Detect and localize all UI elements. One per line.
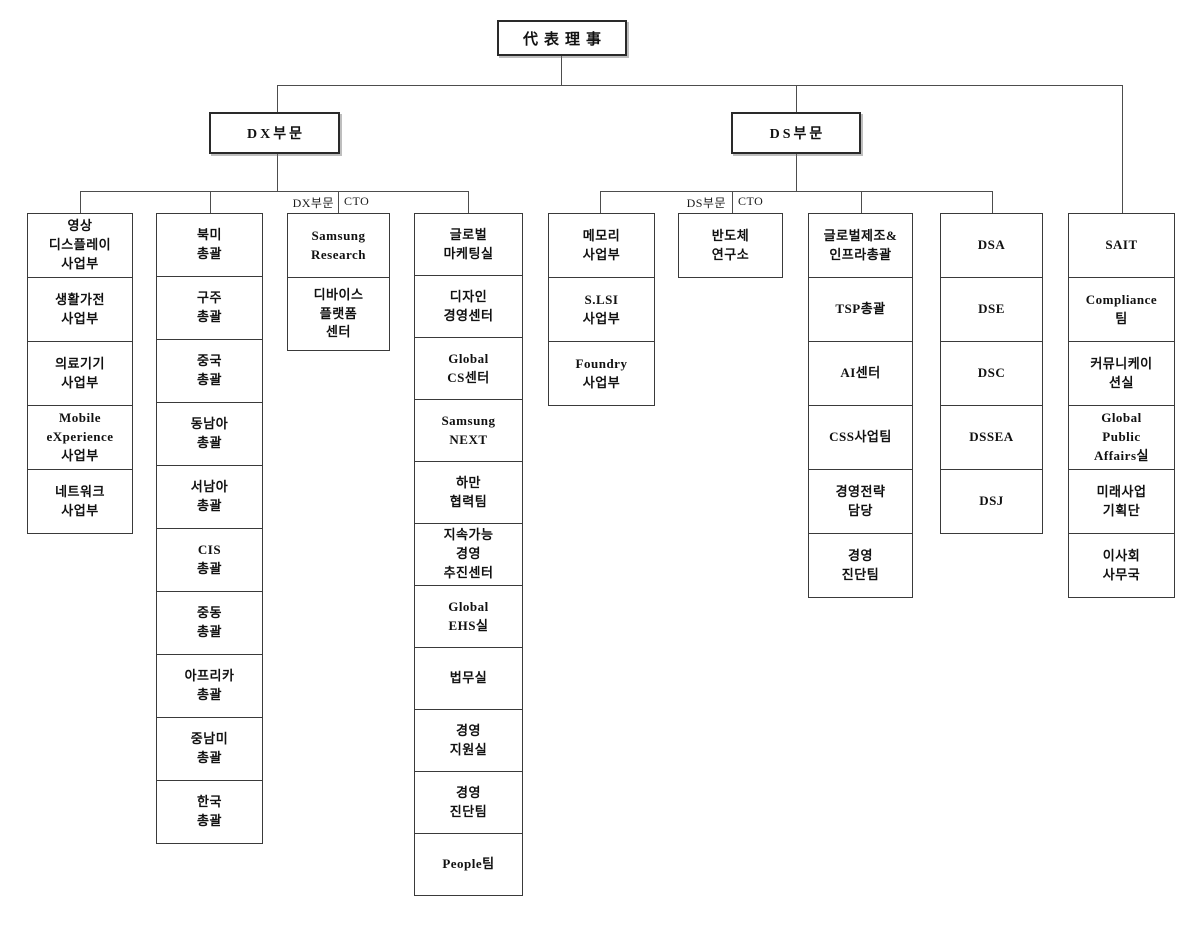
org-box: 반도체 연구소 [678,213,783,278]
connector-dx-stem [277,153,278,192]
ds-cto-column: 반도체 연구소 [678,213,783,278]
dx-cto-role-label: CTO [344,194,370,208]
org-box: 이사회 사무국 [1068,533,1175,598]
org-box: DSJ [940,469,1043,534]
org-box: 아프리카 총괄 [156,654,263,718]
ds-subsidiaries-column: DSA DSE DSC DSSEA DSJ [940,213,1043,534]
org-box: SAIT [1068,213,1175,278]
connector-ds-drop [796,85,797,113]
connector-corporate-drop [1122,85,1123,214]
org-box: 메모리 사업부 [548,213,655,278]
org-box: 중동 총괄 [156,591,263,655]
connector-top-rail [277,85,1123,86]
org-box: Compliance 팀 [1068,277,1175,342]
org-box: CSS사업팀 [808,405,913,470]
connector-dx-rail [80,191,469,192]
org-box: 구주 총괄 [156,276,263,340]
connector-dx-col3-drop [338,191,339,214]
org-box: 서남아 총괄 [156,465,263,529]
org-box: DSE [940,277,1043,342]
org-box: DSA [940,213,1043,278]
corporate-column: SAIT Compliance 팀 커뮤니케이 션실 Global Public… [1068,213,1175,598]
dx-division-box: DX부문 [209,112,340,154]
org-box: 글로벌 마케팅실 [414,213,523,276]
connector-ds-stem [796,153,797,192]
org-box: 법무실 [414,647,523,710]
org-box: 북미 총괄 [156,213,263,277]
org-box: 동남아 총괄 [156,402,263,466]
org-box: Global EHS실 [414,585,523,648]
org-box: Mobile eXperience 사업부 [27,405,133,470]
org-box: Global Public Affairs실 [1068,405,1175,470]
org-box: 디자인 경영센터 [414,275,523,338]
org-box: 경영 진단팀 [808,533,913,598]
dx-regions-column: 북미 총괄 구주 총괄 중국 총괄 동남아 총괄 서남아 총괄 CIS 총괄 중… [156,213,263,844]
org-box: 디바이스 플랫폼 센터 [287,277,390,351]
org-box: 하만 협력팀 [414,461,523,524]
connector-dx-col2-drop [210,191,211,214]
org-box: 지속가능 경영 추진센터 [414,523,523,586]
org-box: 한국 총괄 [156,780,263,844]
org-box: Foundry 사업부 [548,341,655,406]
org-box: TSP총괄 [808,277,913,342]
ds-business-column: 메모리 사업부 S.LSI 사업부 Foundry 사업부 [548,213,655,406]
org-box: 미래사업 기획단 [1068,469,1175,534]
org-box: 네트워크 사업부 [27,469,133,534]
ceo-box: 代表理事 [497,20,627,56]
org-box: 중남미 총괄 [156,717,263,781]
org-box: People팀 [414,833,523,896]
dx-business-column: 영상 디스플레이 사업부 생활가전 사업부 의료기기 사업부 Mobile eX… [27,213,133,534]
org-box: 영상 디스플레이 사업부 [27,213,133,278]
org-box: 글로벌제조& 인프라총괄 [808,213,913,278]
org-box: 경영전략 담당 [808,469,913,534]
org-box: 의료기기 사업부 [27,341,133,406]
dx-staff-column: 글로벌 마케팅실 디자인 경영센터 Global CS센터 Samsung NE… [414,213,523,896]
ds-cto-role-label: CTO [738,194,764,208]
org-box: S.LSI 사업부 [548,277,655,342]
org-box: Global CS센터 [414,337,523,400]
dx-cto-division-label: DX부문 [292,196,334,210]
org-box: Samsung Research [287,213,390,278]
dx-cto-column: Samsung Research 디바이스 플랫폼 센터 [287,213,390,351]
ds-division-box: DS부문 [731,112,861,154]
connector-dx-col4-drop [468,191,469,214]
connector-root-stem [561,55,562,86]
connector-ds-col3-drop [861,191,862,214]
org-box: 경영 지원실 [414,709,523,772]
org-box: AI센터 [808,341,913,406]
ds-staff-column: 글로벌제조& 인프라총괄 TSP총괄 AI센터 CSS사업팀 경영전략 담당 경… [808,213,913,598]
org-box: 경영 진단팀 [414,771,523,834]
connector-ds-col4-drop [992,191,993,214]
org-box: DSSEA [940,405,1043,470]
connector-dx-col1-drop [80,191,81,214]
org-box: Samsung NEXT [414,399,523,462]
org-box: CIS 총괄 [156,528,263,592]
connector-ds-col2-drop [732,191,733,214]
org-box: 중국 총괄 [156,339,263,403]
org-box: 커뮤니케이 션실 [1068,341,1175,406]
ds-cto-division-label: DS부문 [686,196,726,210]
connector-ds-rail [600,191,993,192]
org-box: 생활가전 사업부 [27,277,133,342]
connector-dx-drop [277,85,278,113]
org-box: DSC [940,341,1043,406]
connector-ds-col1-drop [600,191,601,214]
